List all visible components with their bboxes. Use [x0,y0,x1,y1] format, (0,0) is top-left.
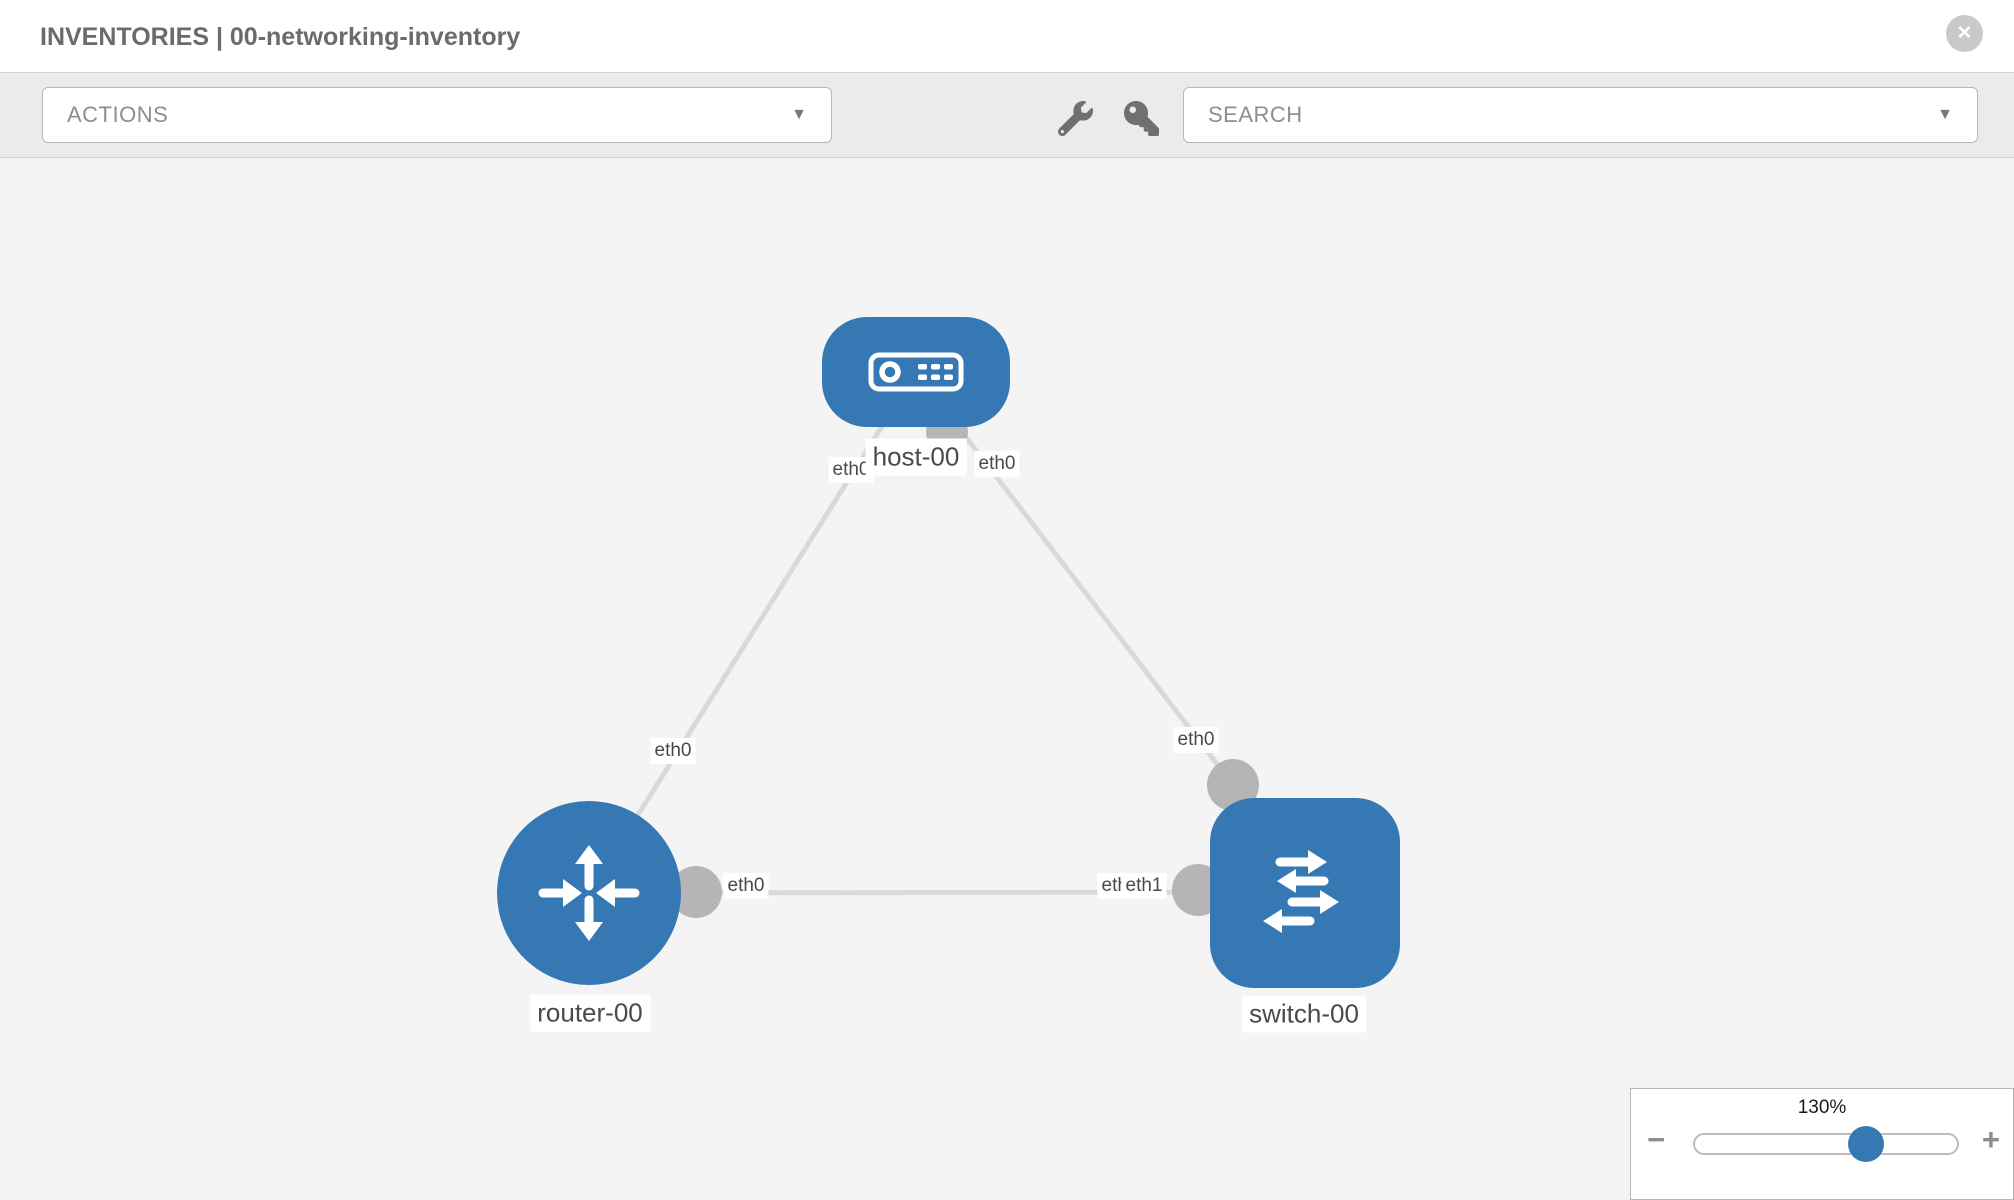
interface-label-switch-top: eth0 [1173,727,1219,753]
wrench-icon-glyph [1057,101,1093,137]
node-host-00[interactable] [822,317,1010,427]
host-icon [868,352,964,392]
close-icon: ✕ [1956,23,1973,44]
zoom-out-button[interactable]: − [1647,1122,1666,1157]
topology-canvas[interactable]: host-00 router-00 switch-00 eth0 eth0 et… [0,158,2014,1200]
toolbar: ACTIONS ▼ SEARCH ▼ [0,72,2014,158]
interface-label-router-top: eth0 [650,738,696,764]
search-dropdown-label: SEARCH [1208,102,1303,127]
page-title: INVENTORIES | 00-networking-inventory [40,23,521,51]
zoom-level: 130% [1797,1097,1847,1118]
wrench-icon[interactable] [1057,101,1093,137]
search-dropdown[interactable]: SEARCH ▼ [1183,87,1978,143]
node-label-router: router-00 [530,994,650,1032]
zoom-slider[interactable] [1693,1126,1959,1162]
topology-links-layer [586,370,1306,918]
key-icon-glyph [1124,101,1159,136]
zoom-slider-handle[interactable] [1848,1126,1884,1162]
key-icon[interactable] [1124,101,1159,136]
port-circle-router [670,866,722,918]
node-switch-00[interactable] [1210,798,1400,988]
node-router-00[interactable] [497,801,681,985]
header: INVENTORIES | 00-networking-inventory ✕ [0,0,2014,72]
switch-icon [1263,850,1339,933]
actions-dropdown[interactable]: ACTIONS ▼ [42,87,832,143]
zoom-panel: 130% − + [1630,1088,2014,1200]
router-icon [538,845,640,941]
interface-label-mid-left: eth0 [723,873,769,899]
interface-label-mid-over: eth1 [1121,873,1167,899]
zoom-in-button[interactable]: + [1981,1122,2000,1157]
node-label-host: host-00 [865,438,967,476]
interface-label-host-right: eth0 [974,451,1020,477]
close-button[interactable]: ✕ [1946,15,1983,52]
actions-dropdown-label: ACTIONS [67,102,169,127]
link-host-switch[interactable] [914,370,1235,787]
chevron-down-icon: ▼ [791,106,807,123]
node-label-switch: switch-00 [1242,995,1366,1033]
chevron-down-icon: ▼ [1937,106,1953,123]
